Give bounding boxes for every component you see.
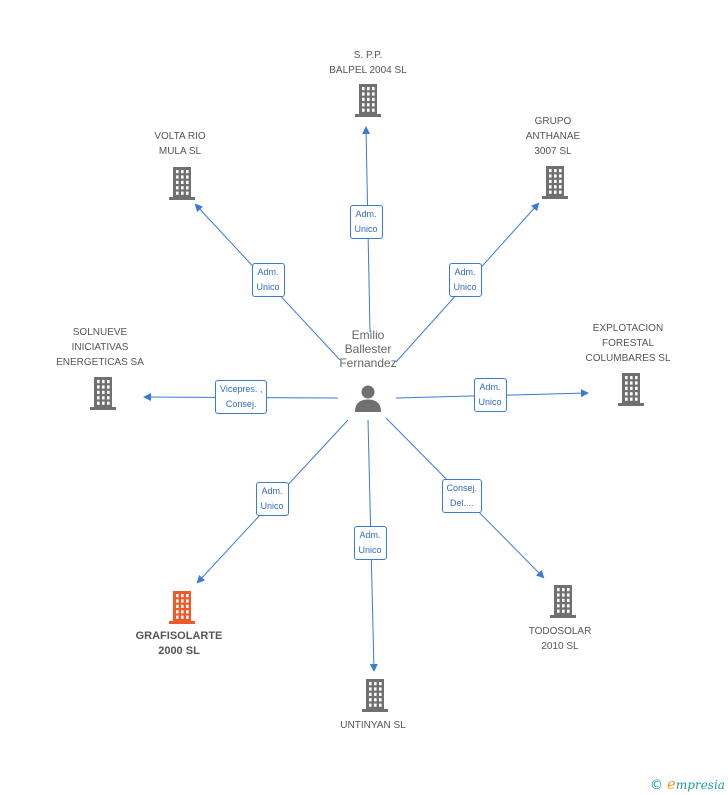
brand-name: mpresia xyxy=(675,778,725,792)
role-badge-line: Unico xyxy=(478,397,502,407)
role-badge-solnueve[interactable]: Vicepres. , Consej. xyxy=(215,380,268,414)
company-label-explotacion[interactable]: EXPLOTACION FORESTAL COLUMBARES SL xyxy=(553,321,703,366)
company-label-line: 2000 SL xyxy=(158,645,200,657)
building-icon[interactable] xyxy=(359,678,391,712)
copyright-symbol: © xyxy=(650,778,663,793)
company-label-line: BALPEL 2004 SL xyxy=(329,65,407,76)
building-icon[interactable] xyxy=(615,372,647,406)
company-label-grafisolarte[interactable]: GRAFISOLARTE 2000 SL xyxy=(104,629,254,659)
company-label-spp[interactable]: S. P.P. BALPEL 2004 SL xyxy=(293,48,443,78)
role-badge-line: Adm. xyxy=(261,486,283,496)
person-name-line: Emilio xyxy=(351,328,385,342)
role-badge-todosolar[interactable]: Consej. Del.... xyxy=(441,479,483,513)
role-badge-line: Consej. xyxy=(446,483,478,493)
role-badge-line: Del.... xyxy=(450,498,474,508)
company-label-line: 2010 SL xyxy=(541,641,579,652)
building-icon[interactable] xyxy=(166,590,198,624)
company-label-line: INICIATIVAS xyxy=(71,342,129,353)
empresia-watermark[interactable]: © empresia xyxy=(650,775,725,793)
company-label-grupo[interactable]: GRUPO ANTHANAE 3007 SL xyxy=(478,114,628,159)
company-label-line: VOLTA RIO xyxy=(154,131,206,142)
role-badge-line: Unico xyxy=(453,282,477,292)
brand-initial: e xyxy=(667,775,676,793)
role-badge-untinyan[interactable]: Adm. Unico xyxy=(353,526,387,560)
role-badge-line: Unico xyxy=(256,282,280,292)
company-label-line: ENERGETICAS SA xyxy=(56,357,144,368)
role-badge-volta[interactable]: Adm. Unico xyxy=(251,263,285,297)
company-label-line: GRAFISOLARTE xyxy=(135,630,223,642)
building-icon[interactable] xyxy=(539,165,571,199)
role-badge-line: Adm. xyxy=(454,267,476,277)
company-label-line: TODOSOLAR xyxy=(528,626,592,637)
building-icon[interactable] xyxy=(352,83,384,117)
role-badge-line: Adm. xyxy=(359,530,381,540)
company-label-volta[interactable]: VOLTA RIO MULA SL xyxy=(105,129,255,159)
role-badge-spp[interactable]: Adm. Unico xyxy=(349,205,383,239)
role-badge-line: Adm. xyxy=(479,382,501,392)
role-badge-line: Consej. xyxy=(225,399,257,409)
company-label-line: UNTINYAN SL xyxy=(340,720,406,731)
company-label-line: SOLNUEVE xyxy=(72,327,128,338)
company-label-line: S. P.P. xyxy=(353,50,383,61)
company-label-line: EXPLOTACION xyxy=(592,323,664,334)
company-label-untinyan[interactable]: UNTINYAN SL xyxy=(298,718,448,733)
person-icon[interactable] xyxy=(353,383,383,413)
role-badge-line: Unico xyxy=(354,224,378,234)
role-badge-line: Unico xyxy=(358,545,382,555)
company-label-line: COLUMBARES SL xyxy=(585,353,671,364)
role-badge-explotacion[interactable]: Adm. Unico xyxy=(473,378,507,412)
role-badge-line: Adm. xyxy=(355,209,377,219)
role-badge-grupo[interactable]: Adm. Unico xyxy=(448,263,482,297)
person-name-line: Ballester xyxy=(344,342,392,356)
company-label-line: MULA SL xyxy=(158,146,202,157)
building-icon[interactable] xyxy=(166,166,198,200)
role-badge-line: Vicepres. , xyxy=(220,384,263,394)
role-badge-line: Adm. xyxy=(257,267,279,277)
company-label-solnueve[interactable]: SOLNUEVE INICIATIVAS ENERGETICAS SA xyxy=(25,325,175,370)
role-badge-grafisolarte[interactable]: Adm. Unico xyxy=(255,482,289,516)
person-name-line: Fernandez xyxy=(339,356,397,370)
company-label-line: 3007 SL xyxy=(534,146,572,157)
company-label-line: GRUPO xyxy=(534,116,572,127)
company-label-todosolar[interactable]: TODOSOLAR 2010 SL xyxy=(485,624,635,654)
building-icon[interactable] xyxy=(547,584,579,618)
role-badge-line: Unico xyxy=(260,501,284,511)
company-label-line: FORESTAL xyxy=(601,338,655,349)
company-label-line: ANTHANAE xyxy=(525,131,581,142)
building-icon[interactable] xyxy=(87,376,119,410)
